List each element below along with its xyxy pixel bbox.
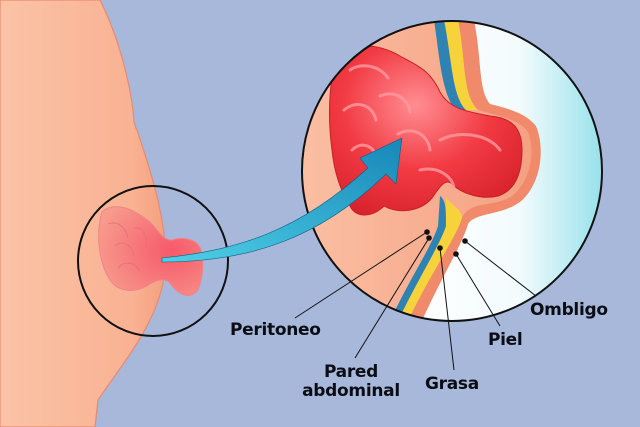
- detail-circle: [301, 20, 603, 322]
- label-pared-abdominal: Pared abdominal: [292, 363, 410, 401]
- label-pared-line2: abdominal: [302, 381, 400, 401]
- overview-circle: [77, 185, 229, 337]
- peritoneum-layer: [388, 21, 466, 321]
- label-pared-line1: Pared: [323, 362, 379, 382]
- body-silhouette: [0, 0, 166, 427]
- zoom-arrow: [161, 137, 403, 263]
- label-piel: Piel: [488, 330, 523, 350]
- small-hernia-bulge: [98, 206, 204, 296]
- fat-layer: [396, 21, 478, 321]
- leader-lines: [294, 229, 537, 371]
- label-peritoneo: Peritoneo: [230, 320, 321, 340]
- label-grasa: Grasa: [425, 374, 479, 394]
- label-ombligo: Ombligo: [530, 300, 608, 320]
